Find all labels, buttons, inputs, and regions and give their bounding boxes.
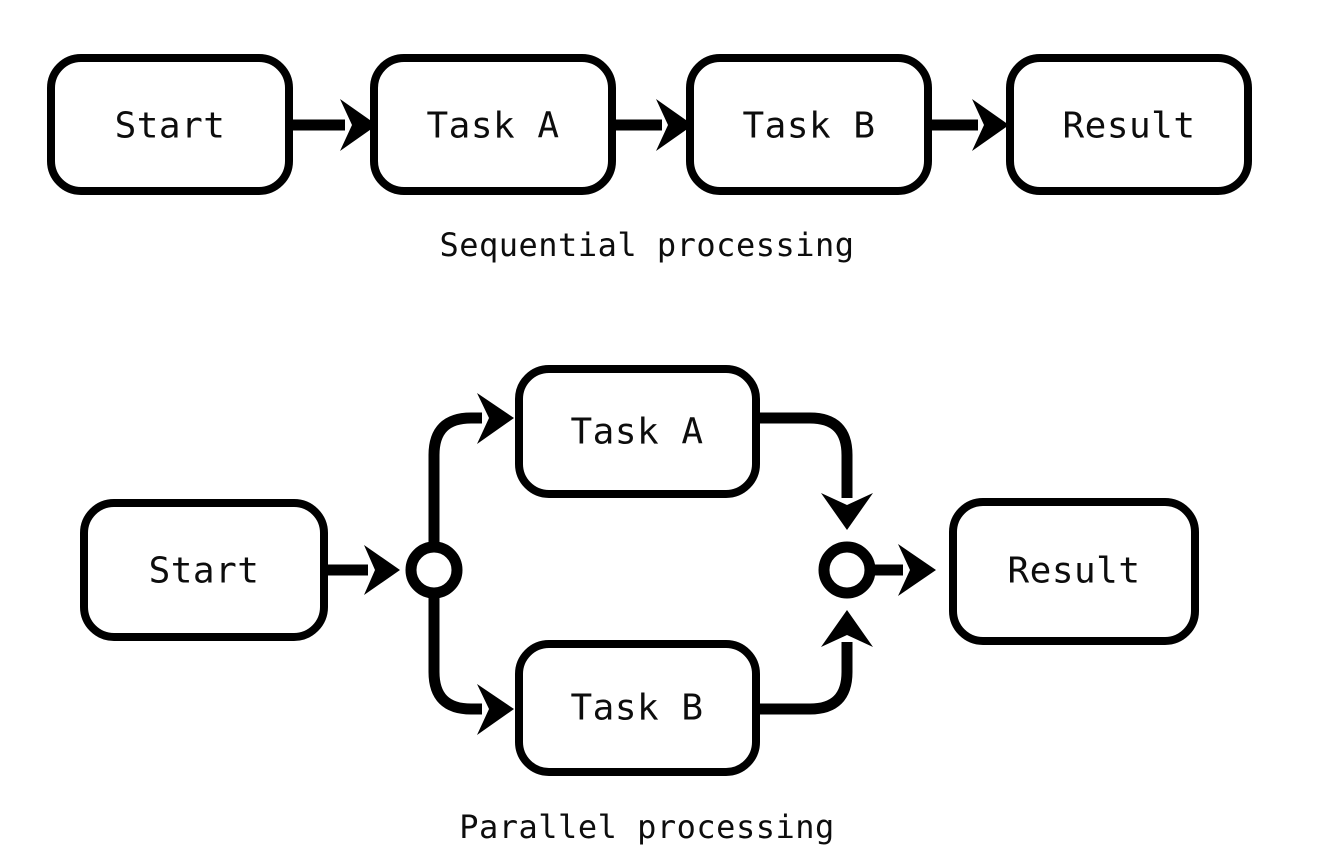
node-box-shape	[515, 365, 760, 498]
arrow-head-icon	[477, 393, 514, 444]
arrow-task-b-to-merge	[756, 610, 873, 715]
arrow-task-a-to-merge	[756, 412, 873, 530]
node-seq-start[interactable]: Start	[47, 54, 293, 195]
arrow-seq-start-to-task-a	[289, 99, 377, 151]
node-label: Result	[1062, 106, 1195, 147]
arrow-merge-to-result	[869, 544, 936, 596]
arrow-shaft	[756, 642, 853, 715]
node-label: Task B	[742, 106, 875, 147]
arrow-split-to-task-b	[428, 592, 514, 735]
parallel-caption: Parallel processing	[459, 808, 835, 846]
split-node[interactable]	[405, 541, 463, 599]
node-seq-result[interactable]: Result	[1006, 54, 1252, 195]
arrow-split-to-task-a	[428, 393, 514, 548]
node-box-shape	[1006, 54, 1252, 195]
arrow-head-icon	[972, 99, 1009, 151]
sequential-caption: Sequential processing	[439, 226, 854, 264]
node-label: Result	[1007, 551, 1140, 592]
arrow-head-icon	[340, 99, 377, 151]
arrow-head-icon	[656, 99, 693, 151]
node-label: Task B	[570, 688, 703, 729]
arrow-shaft	[428, 412, 482, 548]
merge-node[interactable]	[818, 541, 876, 599]
node-par-task-a[interactable]: Task A	[515, 365, 760, 498]
node-label: Task A	[570, 412, 703, 453]
join-junction-icon	[818, 541, 876, 599]
node-seq-task-a[interactable]: Task A	[370, 54, 616, 195]
arrow-seq-task-b-to-result	[928, 99, 1009, 151]
node-par-start[interactable]: Start	[80, 499, 328, 641]
node-label: Task A	[426, 106, 559, 147]
parallel-diagram: Start Task	[80, 365, 1199, 846]
arrow-shaft	[756, 412, 853, 498]
node-label: Start	[149, 551, 260, 592]
fork-junction-icon	[405, 541, 463, 599]
arrow-shaft	[428, 592, 482, 715]
node-par-task-b[interactable]: Task B	[515, 640, 760, 776]
arrow-head-icon	[821, 610, 873, 647]
node-box-shape	[949, 498, 1199, 645]
arrow-head-icon	[364, 545, 400, 595]
arrow-head-icon	[821, 493, 873, 530]
arrow-head-icon	[898, 544, 936, 596]
node-par-result[interactable]: Result	[949, 498, 1199, 645]
arrow-par-start-to-split	[324, 545, 400, 595]
node-label: Start	[115, 106, 226, 147]
arrow-head-icon	[477, 684, 514, 735]
arrow-seq-task-a-to-task-b	[612, 99, 693, 151]
sequential-diagram: Start Task A Task B	[47, 54, 1252, 264]
node-seq-task-b[interactable]: Task B	[686, 54, 932, 195]
